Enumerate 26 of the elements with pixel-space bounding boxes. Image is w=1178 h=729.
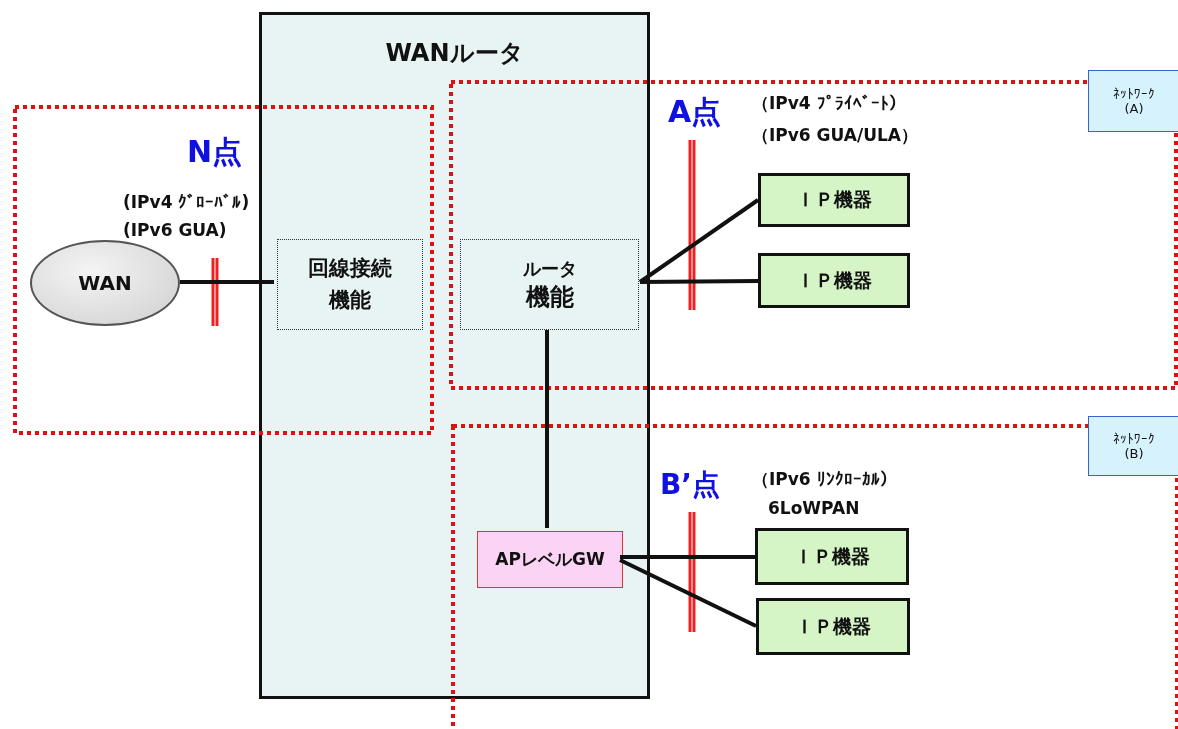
- device-box: ＩＰ機器: [758, 173, 910, 227]
- address-label: （IPv4 ﾌﾟﾗｲﾍﾞｰﾄ）: [752, 92, 906, 115]
- connector-line: [620, 555, 755, 559]
- network-tab: ﾈｯﾄﾜｰｸ (B): [1088, 416, 1178, 476]
- network-tab: ﾈｯﾄﾜｰｸ (A): [1088, 70, 1178, 132]
- address-label: （IPv6 GUA/ULA）: [752, 124, 918, 147]
- device-box: ＩＰ機器: [758, 253, 910, 308]
- point-label: A点: [668, 93, 722, 131]
- connector-line: [180, 280, 274, 284]
- connector-line: [545, 330, 549, 528]
- point-label: B’点: [660, 467, 720, 503]
- gateway-box: APレベルGW: [477, 531, 623, 588]
- device-box: ＩＰ機器: [756, 598, 910, 655]
- point-label: N点: [187, 133, 243, 171]
- connector-line: [619, 558, 757, 628]
- device-box: ＩＰ機器: [755, 528, 909, 585]
- function-box: ルータ 機能: [460, 239, 639, 330]
- function-box: 回線接続機能: [277, 239, 423, 330]
- connector-line: [640, 279, 758, 284]
- address-label: （IPv6 ﾘﾝｸﾛｰｶﾙ）: [752, 468, 897, 491]
- connector-line: [638, 198, 760, 284]
- address-label: (IPv6 GUA): [123, 220, 227, 240]
- protocol-label: 6LoWPAN: [768, 498, 860, 518]
- wan-ellipse: WAN: [30, 240, 180, 326]
- router-box: WANルータ 回線接続機能 ルータ 機能 APレベルGW: [259, 12, 650, 699]
- address-label: (IPv4 ｸﾞﾛｰﾊﾞﾙ): [123, 192, 250, 212]
